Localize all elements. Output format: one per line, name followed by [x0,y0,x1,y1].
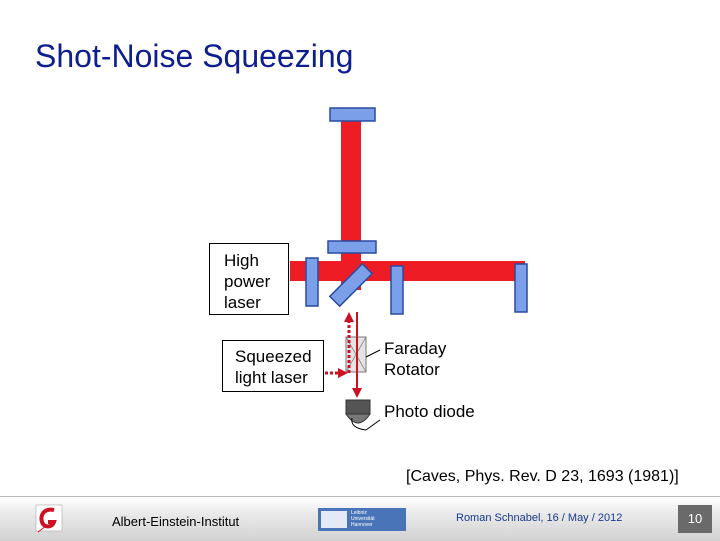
beam-splitter [328,262,374,308]
signal-recycling-mirror-right [390,265,404,315]
high-power-laser-label: High power laser [224,251,271,312]
page-number: 10 [678,505,712,533]
university-logo: Leibniz Universität Hannover [318,508,406,531]
citation: [Caves, Phys. Rev. D 23, 1693 (1981)] [406,468,679,485]
university-logo-text: Leibniz Universität Hannover [351,510,375,528]
squeezed-light-laser-label: Squeezed light laser [235,347,312,387]
high-power-laser-box: High power laser [209,243,289,315]
author-date: Roman Schnabel, 16 / May / 2012 [456,512,623,524]
signal-recycling-mirror-top [327,240,377,254]
photo-diode-label: Photo diode [384,402,475,421]
faraday-rotator-label: Faraday Rotator [384,339,447,379]
horizontal-beam-arm [290,261,525,281]
end-mirror-right [514,263,528,313]
photo-diode [345,399,371,415]
aei-logo-icon [35,504,63,533]
michelson-interferometer-diagram [290,107,528,431]
university-seal-icon [321,511,347,528]
slide-title: Shot-Noise Squeezing [35,38,354,74]
end-mirror-top [329,107,376,122]
recycling-mirror [305,257,319,307]
institute-name: Albert-Einstein-Institut [112,514,240,529]
squeezed-light-laser-box: Squeezed light laser [222,340,324,392]
footer-bar: Albert-Einstein-Institut Leibniz Univers… [0,496,720,541]
